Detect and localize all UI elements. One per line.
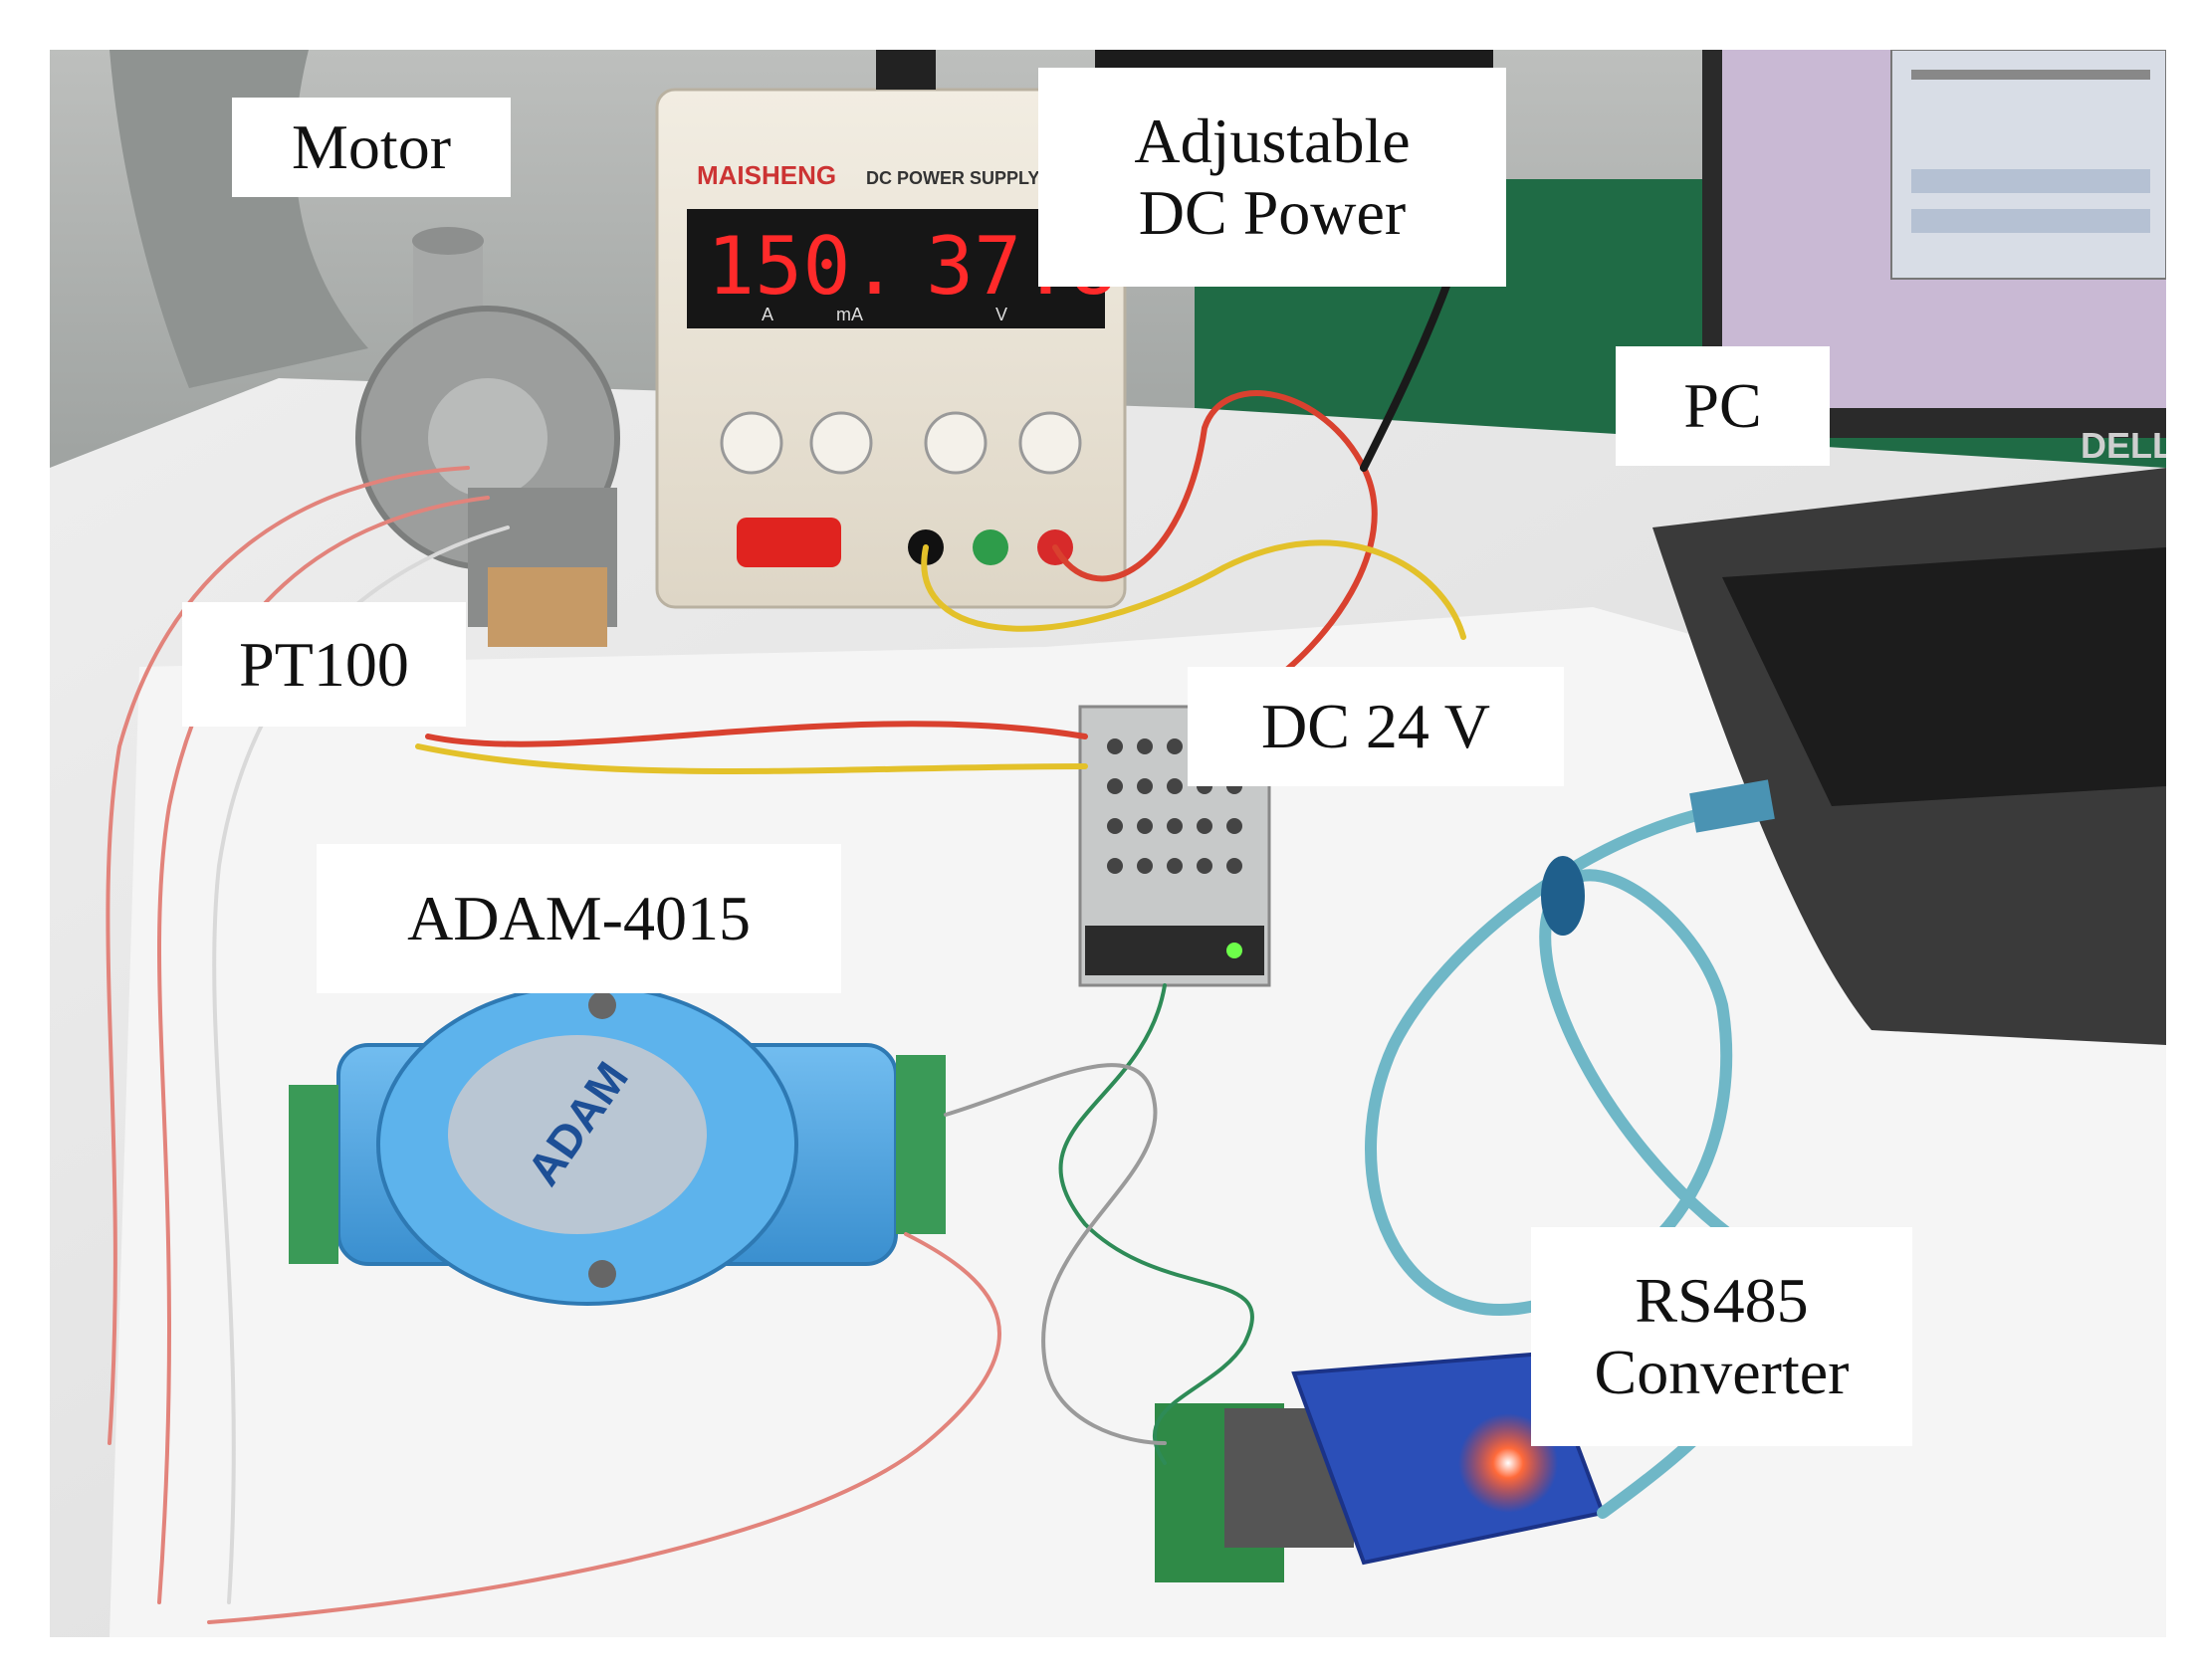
power-switch (737, 518, 841, 567)
motor-label: Motor (232, 98, 511, 197)
ferrite-bead (1541, 856, 1585, 936)
red-yellow-pair (425, 721, 1088, 747)
chair-shape (110, 50, 368, 388)
pt100-wire-1 (106, 466, 470, 1445)
pt100-label: PT100 (182, 602, 466, 727)
red-wire (1052, 390, 1378, 690)
current-knob-fine (809, 411, 873, 475)
dc-power-label-line2: DC Power (1138, 177, 1407, 248)
psu-model-text: DC POWER SUPPLY (866, 168, 1039, 188)
wires (106, 175, 1784, 1624)
dc24v-label-text: DC 24 V (1261, 691, 1490, 762)
unit-v: V (995, 305, 1007, 324)
gray-wire (944, 1063, 1167, 1445)
psu-display-panel (687, 209, 1105, 328)
pc-label-text: PC (1683, 370, 1762, 442)
yellow-wire (921, 539, 1466, 640)
dc-power-supply: MAISHENG DC POWER SUPPLY 150. 37.8 A mA … (655, 50, 1127, 609)
unit-ma: mA (836, 305, 863, 324)
unit-a: A (762, 305, 773, 324)
adam-label-text: ADAM-4015 (407, 883, 751, 954)
pt100-wire-3 (212, 525, 510, 1604)
adam-wires-out (207, 1232, 1001, 1624)
dc24v-supply (1078, 705, 1271, 987)
yellow-pair (415, 743, 1088, 774)
pt100-label-text: PT100 (239, 628, 409, 700)
laptop-keyboard (1722, 547, 2166, 806)
motor-label-text: Motor (292, 111, 451, 183)
pt100-wire-2 (157, 496, 490, 1604)
adam-4015-module: ADAM (289, 983, 946, 1306)
terminal-green (973, 529, 1008, 565)
current-knob-coarse (720, 411, 783, 475)
voltage-knob-fine (1018, 411, 1082, 475)
laptop-brand: DELL (2081, 425, 2166, 466)
motor (355, 227, 620, 647)
pc-label: PC (1616, 346, 1830, 466)
adam-label: ADAM-4015 (317, 844, 841, 993)
usb-plug (1689, 779, 1775, 833)
dc24v-label: DC 24 V (1188, 667, 1564, 786)
laptop-pc: DELL (1652, 50, 2166, 1045)
dc-power-label-line1: Adjustable (1134, 105, 1411, 177)
rs485-label-line1: RS485 (1635, 1265, 1809, 1337)
green-wire (1058, 983, 1254, 1465)
rs485-label: RS485 Converter (1531, 1227, 1912, 1446)
dc-power-label: Adjustable DC Power (1038, 68, 1506, 287)
rs485-label-line2: Converter (1594, 1337, 1850, 1407)
current-display: 150. (707, 220, 899, 313)
rs485-converter (1155, 1351, 1606, 1582)
psu-brand: MAISHENG (697, 160, 836, 190)
voltage-knob-coarse (924, 411, 988, 475)
